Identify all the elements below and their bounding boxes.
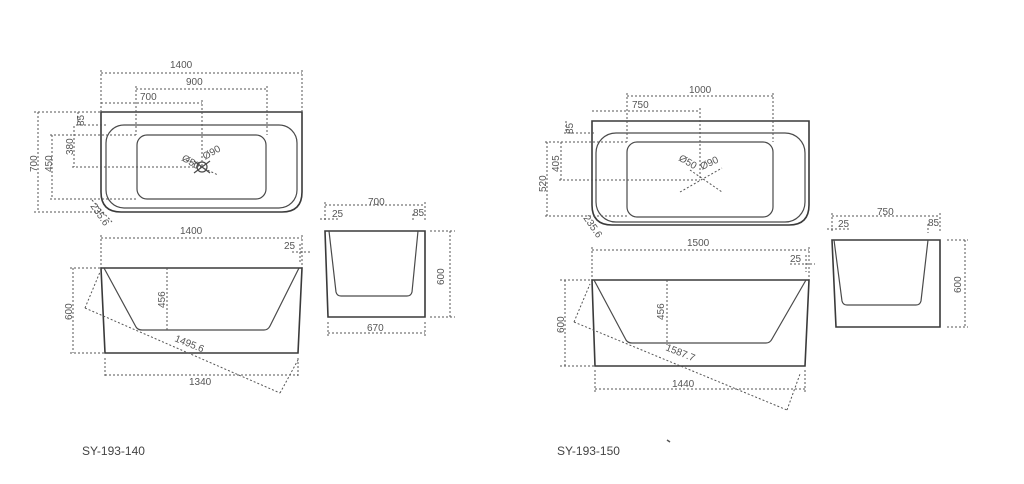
dim-end-back-ledge: 85	[413, 208, 425, 219]
dim-bottom-width: 670	[367, 323, 384, 334]
dim-drain-dia: Ø50	[677, 153, 699, 172]
dim-depth: 456	[157, 291, 168, 308]
dim-depth: 456	[656, 303, 667, 320]
side-basin	[103, 267, 300, 331]
dim-diagonal: 1587.7	[664, 343, 697, 365]
dim-end-height: 600	[953, 276, 964, 293]
dim-basin-width: 450	[44, 155, 55, 172]
dim-end-width: 700	[368, 197, 385, 208]
drain-icon	[679, 167, 723, 193]
dim-drain-offset: 750	[632, 100, 649, 111]
dim-overall-width: 520	[538, 175, 549, 192]
model-140-side-view: 1400 25 600 456 1495.6 1340	[64, 226, 310, 394]
dim-back-ledge: 85	[565, 122, 576, 134]
dim-end-width: 750	[877, 207, 894, 218]
dim-drain-from-back: 405	[551, 155, 562, 172]
plan-outline	[100, 111, 303, 213]
dim-overall-length: 1400	[170, 60, 193, 71]
end-basin	[833, 239, 929, 306]
dim-end-height: 600	[436, 268, 447, 285]
model-150-end-view: 750 25 85 600	[827, 207, 968, 328]
dim-back-ledge: 85	[76, 114, 87, 126]
side-basin	[593, 279, 807, 344]
dim-basin-offset: 1000	[689, 85, 712, 96]
dim-overall-width: 700	[29, 155, 40, 172]
dim-front-rim: 25	[332, 209, 344, 220]
dim-height: 600	[556, 316, 567, 333]
dim-basin-offset: 900	[186, 77, 203, 88]
dim-rim: 25	[790, 254, 802, 265]
dim-drain-from-back: 380	[65, 138, 76, 155]
dim-top-length: 1400	[180, 226, 203, 237]
dim-rim: 25	[284, 241, 296, 252]
end-outline	[831, 239, 941, 328]
dim-top-length: 1500	[687, 238, 710, 249]
dim-front-rim: 25	[838, 219, 850, 230]
model-150-plan-view: 1000 750 520 405 85 235.6 Ø50 Ø90	[538, 85, 810, 241]
model-150-side-view: 1500 25 600 456 1587.7 1440	[556, 238, 815, 411]
dim-end-back-ledge: 85	[928, 218, 940, 229]
model-code-label: SY-193-140	[82, 444, 145, 458]
dim-overflow-dia: Ø90	[699, 155, 721, 173]
dim-corner: 235.6	[581, 213, 605, 240]
dim-bottom-length: 1340	[189, 377, 212, 388]
model-140-plan-view: 1400 900 700 700 450 380 85 235.6 Ø50 Ø9…	[29, 60, 303, 229]
plan-outline	[591, 120, 810, 226]
dim-height: 600	[64, 303, 75, 320]
model-code-label: SY-193-150	[557, 444, 620, 458]
dim-bottom-length: 1440	[672, 379, 695, 390]
end-outline	[324, 230, 426, 318]
model-140-end-view: 700 25 85 600 670	[320, 197, 455, 336]
dim-drain-offset: 700	[140, 92, 157, 103]
dim-overflow-dia: Ø90	[201, 143, 223, 162]
end-basin	[328, 230, 419, 297]
dim-corner: 235.6	[88, 201, 112, 228]
side-outline	[100, 267, 303, 354]
dim-diagonal: 1495.6	[173, 334, 206, 356]
side-outline	[591, 279, 810, 367]
stray-mark	[666, 439, 671, 443]
